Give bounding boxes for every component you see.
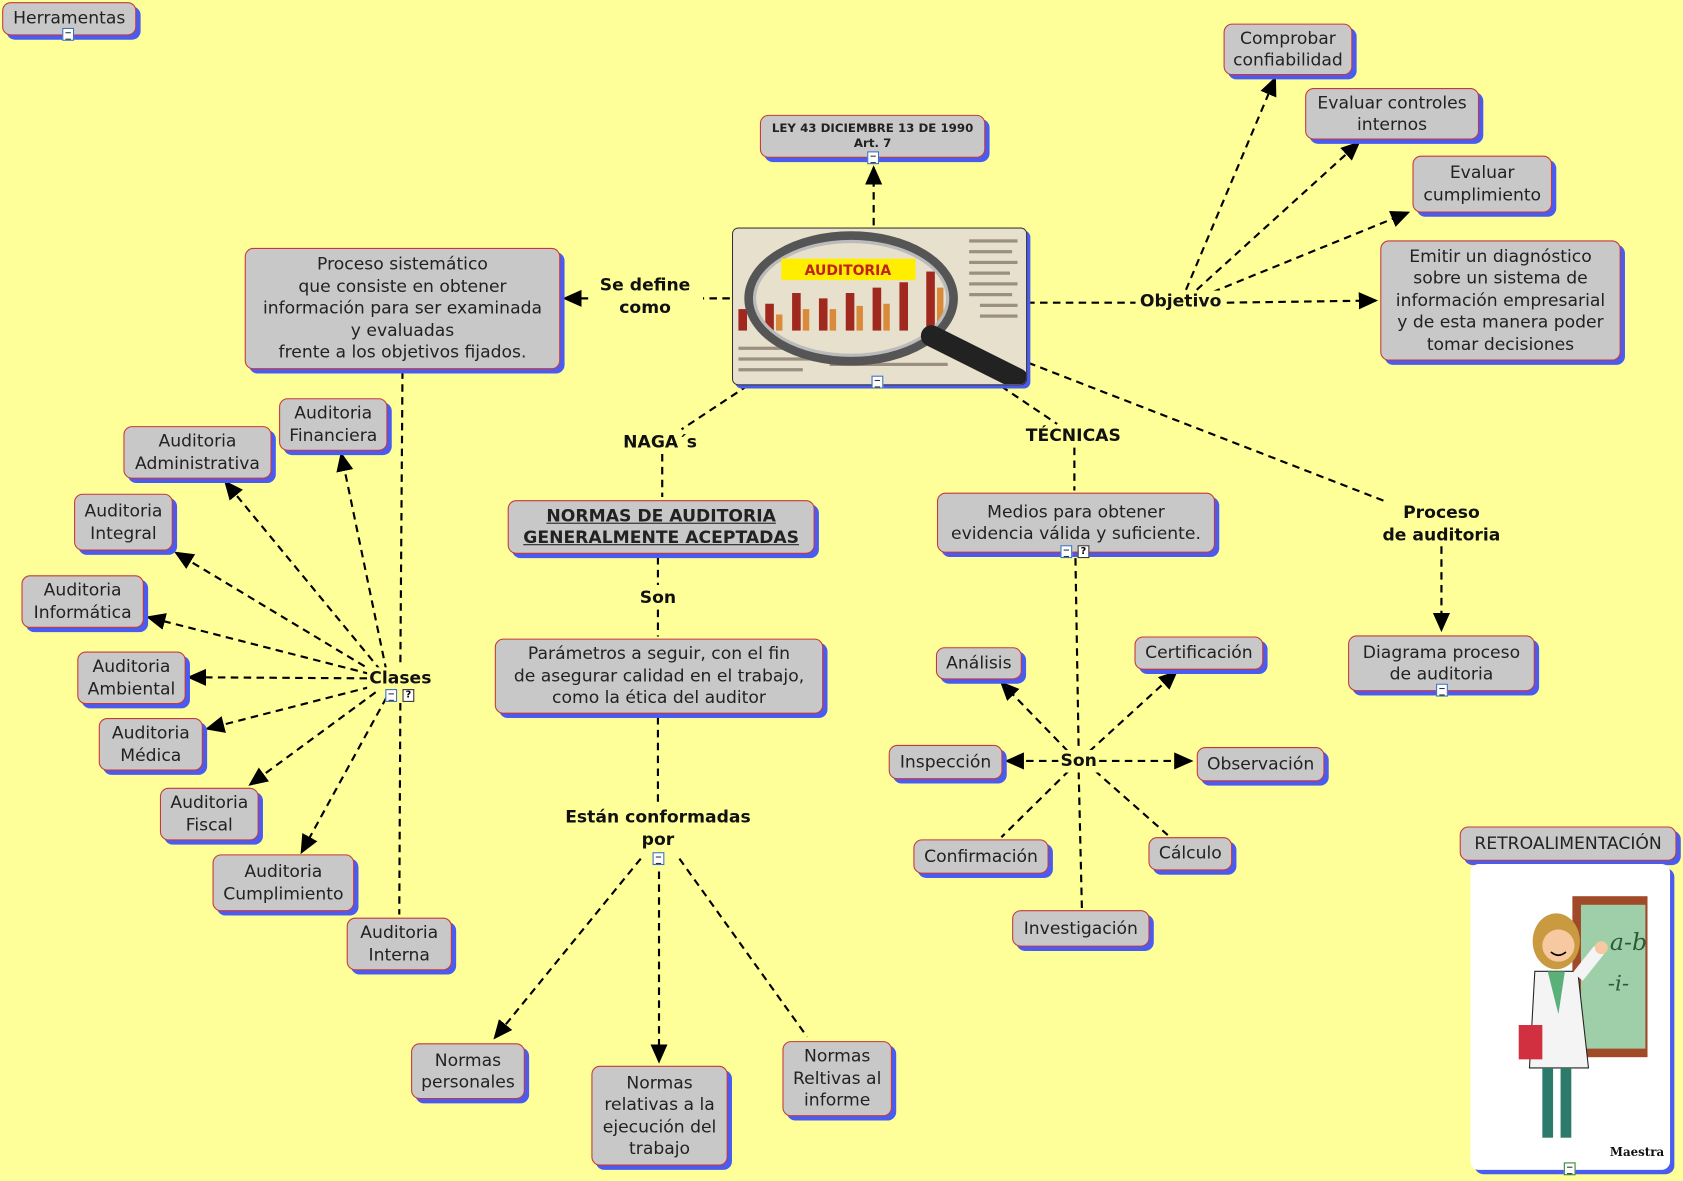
node-parametros[interactable]: Parámetros a seguir, con el fin de asegu… (494, 638, 824, 714)
node-retroalimentacion[interactable]: RETROALIMENTACIÓN (1459, 826, 1677, 861)
svg-text:-i-: -i- (1608, 972, 1629, 997)
node-aud-integral[interactable]: Auditoria Integral (74, 493, 173, 551)
teacher-image[interactable]: a-b -i- Maestra (1470, 864, 1671, 1170)
node-normas-personales[interactable]: Normas personales (411, 1043, 525, 1100)
node-calculo[interactable]: Cálculo (1148, 837, 1233, 871)
link-clases[interactable]: Clases (367, 667, 434, 690)
node-normas-informe[interactable]: Normas Reltivas al informe (782, 1041, 892, 1117)
node-comprobar[interactable]: Comprobar confiabilidad (1223, 23, 1353, 76)
resource-doc-icon[interactable] (871, 375, 884, 389)
link-son-normas[interactable]: Son (637, 586, 679, 609)
question-icon[interactable]: ? (402, 689, 415, 702)
node-ley[interactable]: LEY 43 DICIEMBRE 13 DE 1990 Art. 7 (759, 114, 986, 158)
node-analisis[interactable]: Análisis (935, 647, 1022, 680)
video-icon[interactable] (1563, 1162, 1576, 1176)
node-inspeccion[interactable]: Inspección (888, 744, 1003, 780)
node-aud-cumplimiento[interactable]: Auditoria Cumplimiento (212, 854, 355, 912)
node-aud-administrativa[interactable]: Auditoria Administrativa (123, 426, 272, 479)
teacher-caption: Maestra (1610, 1145, 1665, 1159)
node-aud-fiscal[interactable]: Auditoria Fiscal (159, 787, 259, 841)
resource-doc-icon[interactable] (867, 151, 880, 165)
auditoria-magnifier-image[interactable]: AUDITORIA (731, 227, 1028, 386)
node-observacion[interactable]: Observación (1196, 747, 1325, 782)
resource-doc-icon[interactable] (652, 852, 665, 866)
link-se-define[interactable]: Se define como (597, 274, 693, 319)
node-aud-medica[interactable]: Auditoria Médica (98, 718, 203, 771)
node-evaluar-controles[interactable]: Evaluar controles internos (1305, 88, 1480, 140)
center-banner-text: AUDITORIA (805, 263, 892, 279)
link-estan-conformadas[interactable]: Están conformadas por (563, 806, 753, 851)
node-herramentas[interactable]: Herramentas (2, 2, 137, 36)
question-icon[interactable]: ? (1077, 545, 1090, 559)
node-normas[interactable]: NORMAS DE AUDITORIA GENERALMENTE ACEPTAD… (507, 500, 815, 554)
node-investigacion[interactable]: Investigación (1012, 910, 1150, 947)
resource-doc-icon[interactable] (1060, 545, 1073, 559)
link-son-tecnicas[interactable]: Son (1058, 749, 1100, 772)
link-tecnicas[interactable]: TÉCNICAS (1023, 424, 1123, 447)
link-proceso-auditoria[interactable]: Proceso de auditoria (1380, 501, 1503, 546)
node-proceso-sistematico[interactable]: Proceso sistemático que consiste en obte… (244, 247, 561, 370)
resource-doc-icon[interactable] (62, 27, 75, 41)
node-medios[interactable]: Medios para obtener evidencia válida y s… (936, 492, 1215, 553)
node-diagrama[interactable]: Diagrama proceso de auditoria (1348, 635, 1535, 692)
resource-doc-icon[interactable] (385, 689, 398, 702)
link-objetivo[interactable]: Objetivo (1137, 290, 1224, 313)
node-certificacion[interactable]: Certificación (1134, 636, 1264, 670)
node-aud-informatica[interactable]: Auditoria Informática (21, 575, 144, 628)
node-confirmacion[interactable]: Confirmación (913, 839, 1049, 874)
node-normas-ejecucion[interactable]: Normas relativas a la ejecución del trab… (591, 1065, 728, 1166)
link-nagas[interactable]: NAGA´s (621, 431, 700, 454)
node-emitir[interactable]: Emitir un diagnóstico sobre un sistema d… (1380, 240, 1621, 361)
resource-doc-icon[interactable] (1436, 683, 1448, 697)
node-aud-interna[interactable]: Auditoria Interna (346, 917, 452, 971)
svg-text:a-b: a-b (1610, 928, 1647, 956)
node-aud-ambiental[interactable]: Auditoria Ambiental (77, 651, 186, 705)
node-aud-financiera[interactable]: Auditoria Financiera (279, 398, 388, 451)
node-evaluar-cumplimiento[interactable]: Evaluar cumplimiento (1412, 155, 1552, 213)
